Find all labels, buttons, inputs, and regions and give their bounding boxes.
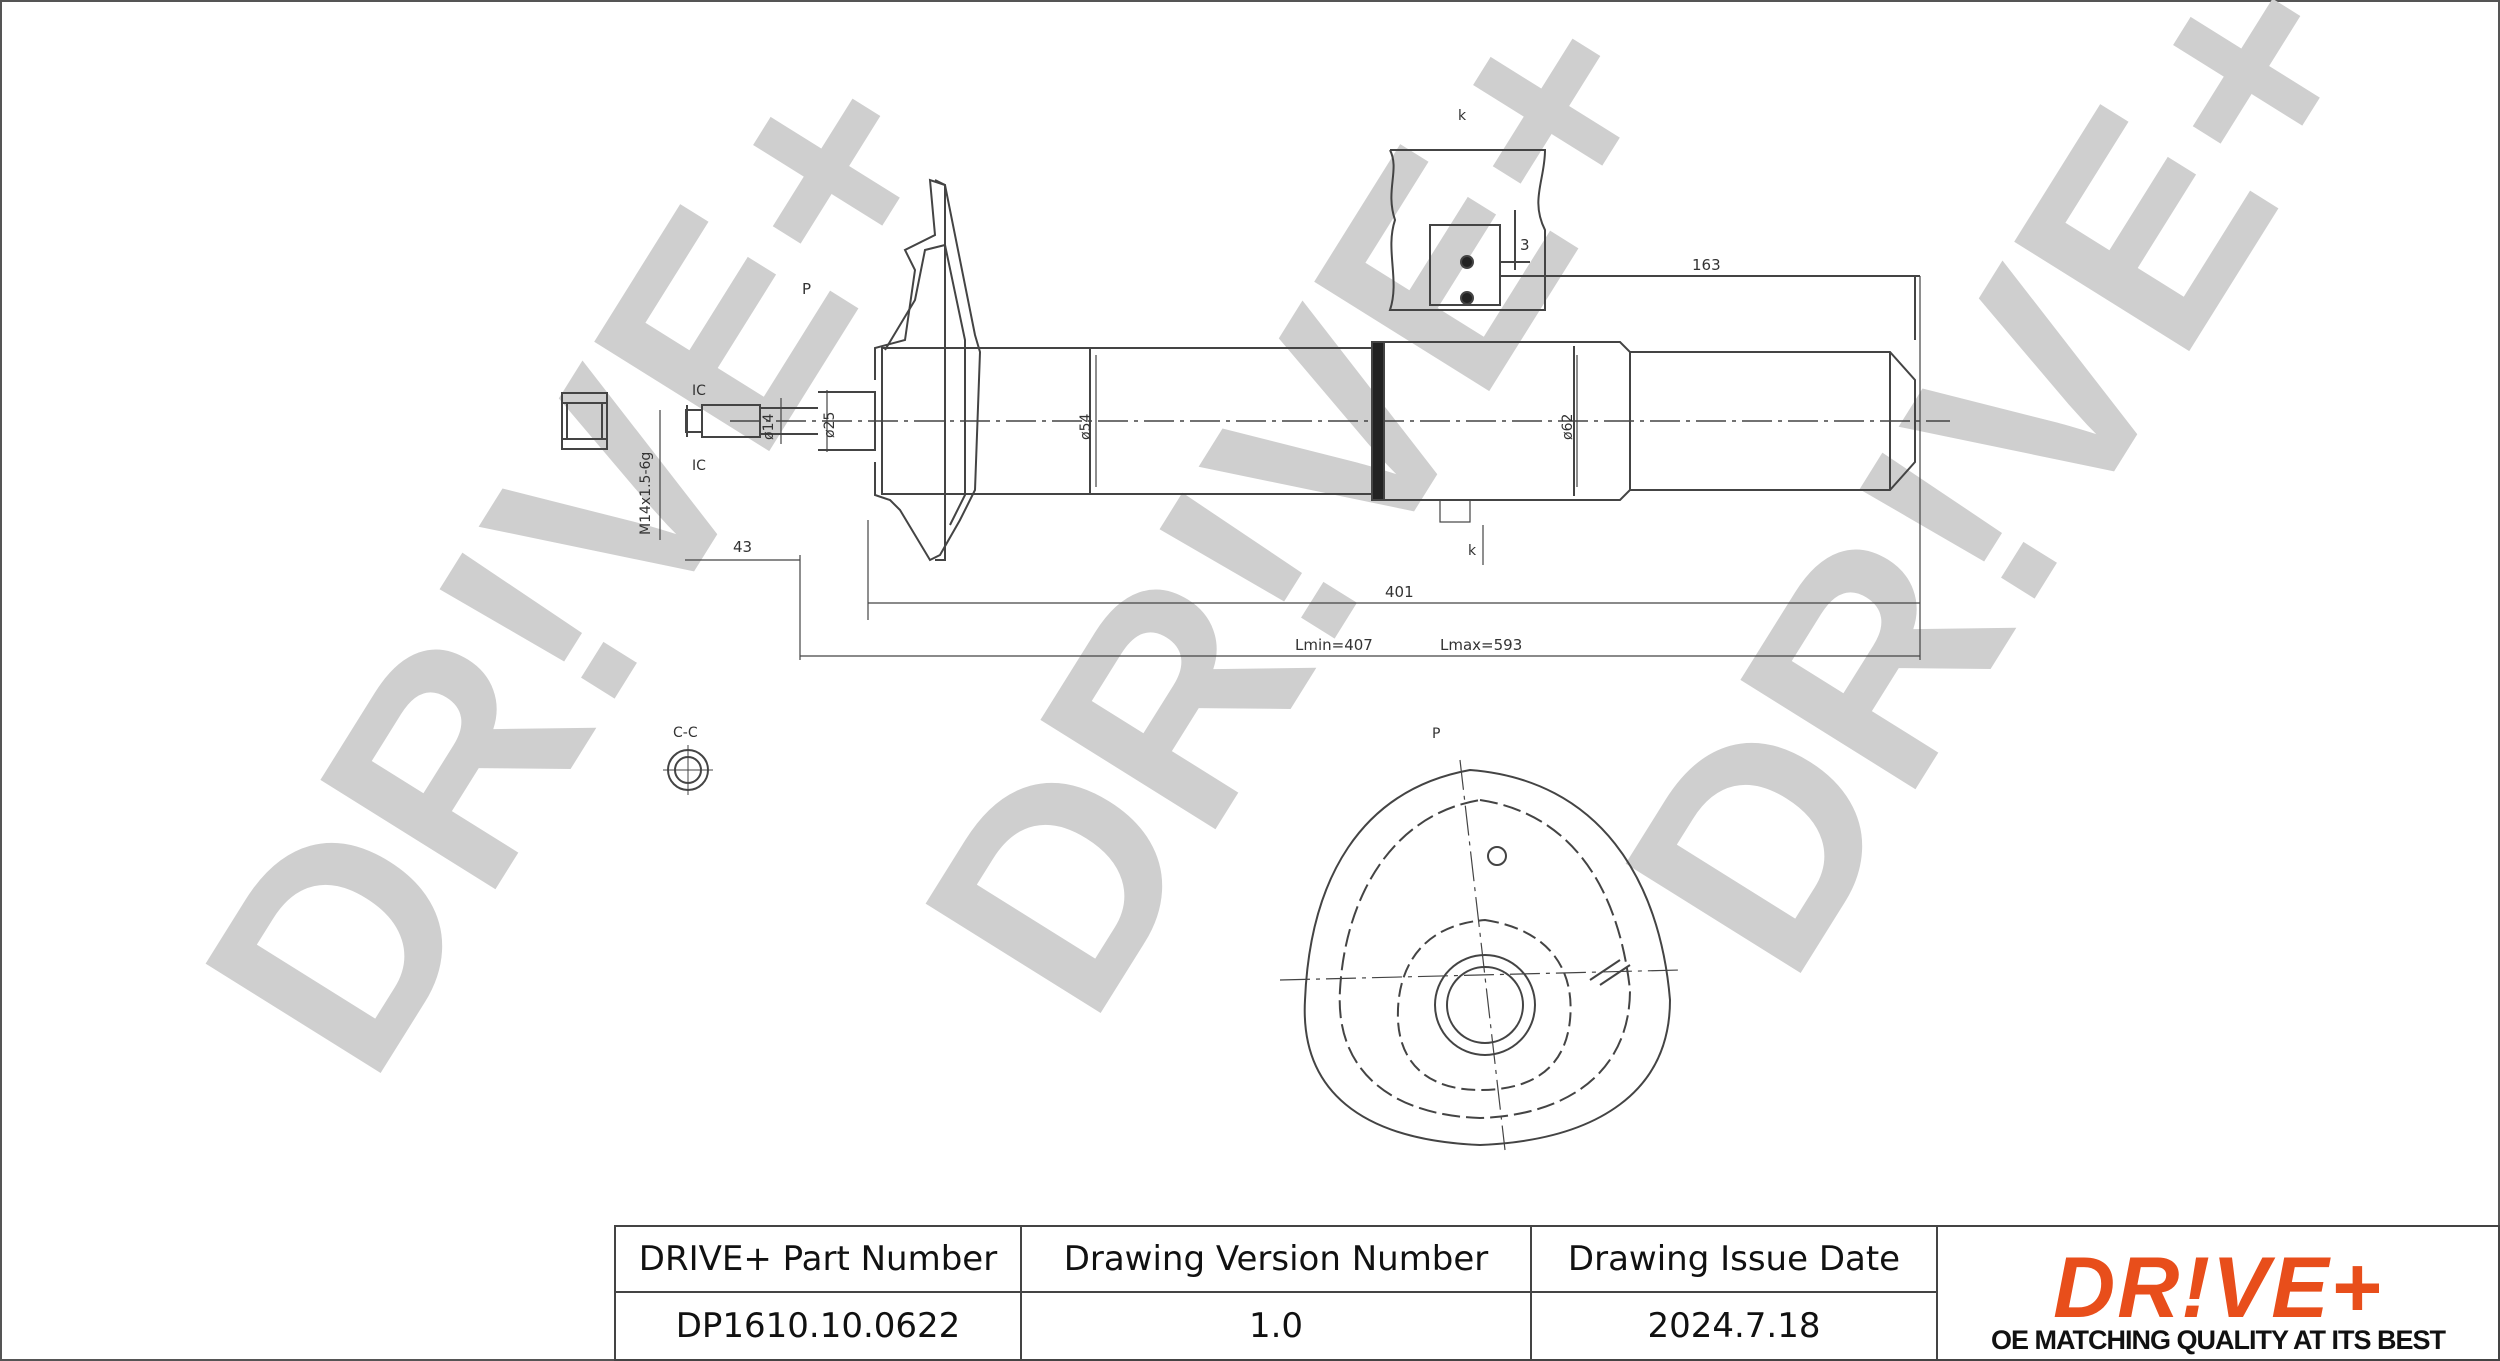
dim-401: 401: [1385, 583, 1414, 601]
body-tube: [881, 341, 1916, 501]
value-issue-date: 2024.7.18: [1530, 1291, 1938, 1361]
label-ic-bottom: IC: [692, 458, 706, 474]
dia-25: ø25: [822, 412, 838, 438]
nut-drawing: [561, 392, 608, 450]
header-part-number: DRIVE+ Part Number: [614, 1225, 1022, 1293]
thread-spec: M14x1.5-6g: [638, 452, 654, 535]
section-cc-label: C-C: [673, 725, 698, 741]
label-k-bottom: k: [1468, 543, 1477, 559]
label-p-side: P: [802, 280, 811, 298]
piston-rod: [685, 391, 876, 451]
view-p-label: P: [1432, 726, 1440, 742]
dim-3: 3: [1520, 236, 1530, 254]
logo-tagline: OE MATCHING QUALITY AT ITS BEST: [1991, 1325, 2446, 1355]
dia-62: ø62: [1560, 414, 1576, 440]
watermark-left: DR!VE+: [139, 6, 1011, 1124]
header-version-number: Drawing Version Number: [1020, 1225, 1532, 1293]
dim-43: 43: [733, 538, 752, 556]
watermark-center: DR!VE+: [859, 0, 1731, 1064]
clamp-bracket: [1388, 149, 1920, 340]
lmax: Lmax=593: [1440, 636, 1522, 654]
lmin: Lmin=407: [1295, 636, 1373, 654]
watermark-group: DR!VE+ DR!VE+ DR!VE+: [139, 0, 2431, 1124]
dia-54: ø54: [1078, 414, 1094, 440]
view-p-drawing: [1279, 759, 1681, 1151]
label-ic-top: IC: [692, 383, 706, 399]
header-issue-date: Drawing Issue Date: [1530, 1225, 1938, 1293]
annotations: k 163 3 P k IC IC ø14 ø25 ø54 ø62 M14x1.…: [638, 108, 1721, 742]
value-part-number: DP1610.10.0622: [614, 1291, 1022, 1361]
dia-14: ø14: [761, 414, 777, 440]
logo-wordmark: DR!VE+: [2053, 1240, 2383, 1336]
value-version-number: 1.0: [1020, 1291, 1532, 1361]
section-cc: [663, 745, 713, 795]
brand-logo: DR!VE+ OE MATCHING QUALITY AT ITS BEST: [1936, 1225, 2500, 1361]
dimension-lines: [659, 276, 1921, 660]
dim-163: 163: [1692, 256, 1721, 274]
label-k-top: k: [1458, 108, 1467, 124]
